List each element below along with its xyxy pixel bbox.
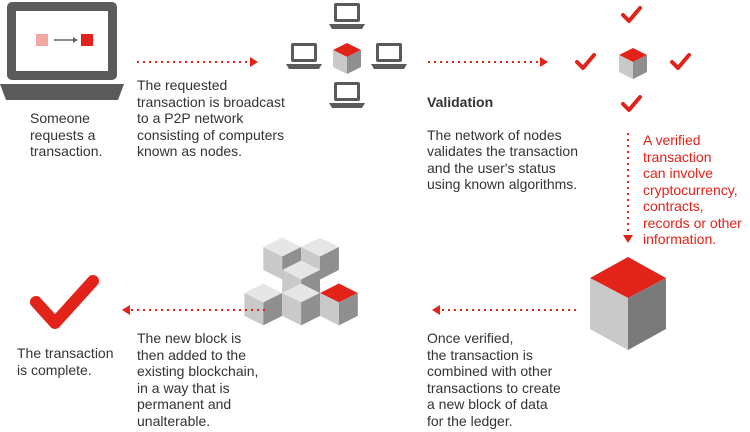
validation-title: Validation [427,93,494,110]
target-square-icon [81,34,93,46]
source-square-icon [36,34,48,46]
arrow-left-icon [432,305,576,315]
node-laptop-icon [329,82,365,108]
checkmark-icon [575,53,596,70]
checkmark-icon [621,95,642,112]
validation-block: Validation The network of nodes validate… [427,77,578,193]
broadcast-text: The requested transaction is broadcast t… [137,77,285,159]
node-laptop-icon [329,3,365,29]
complete-text: The transaction is complete. [17,345,114,378]
verified-text: A verified transaction can involve crypt… [643,132,742,247]
validation-icon [575,6,691,112]
validation-text: The network of nodes validates the trans… [427,126,578,193]
new-block-icon [590,257,666,350]
cube-icon [320,283,358,326]
laptop-icon [0,2,124,100]
cube-icon [333,43,361,74]
node-laptop-icon [286,43,322,69]
checkmark-icon [670,53,691,70]
request-text: Someone requests a transaction. [30,110,103,159]
node-network-icon [286,3,407,108]
node-laptop-icon [371,43,407,69]
arrow-right-icon [428,57,548,67]
combined-text: Once verified, the transaction is combin… [427,330,561,429]
blockchain-icon [244,237,358,326]
checkmark-icon [621,6,642,23]
checkmark-icon [30,275,99,329]
arrow-left-icon [122,305,265,315]
cube-icon [244,283,283,326]
arrow-down-icon [623,133,633,243]
arrow-right-icon [137,57,258,67]
cube-icon [619,48,647,79]
added-text: The new block is then added to the exist… [137,330,259,429]
